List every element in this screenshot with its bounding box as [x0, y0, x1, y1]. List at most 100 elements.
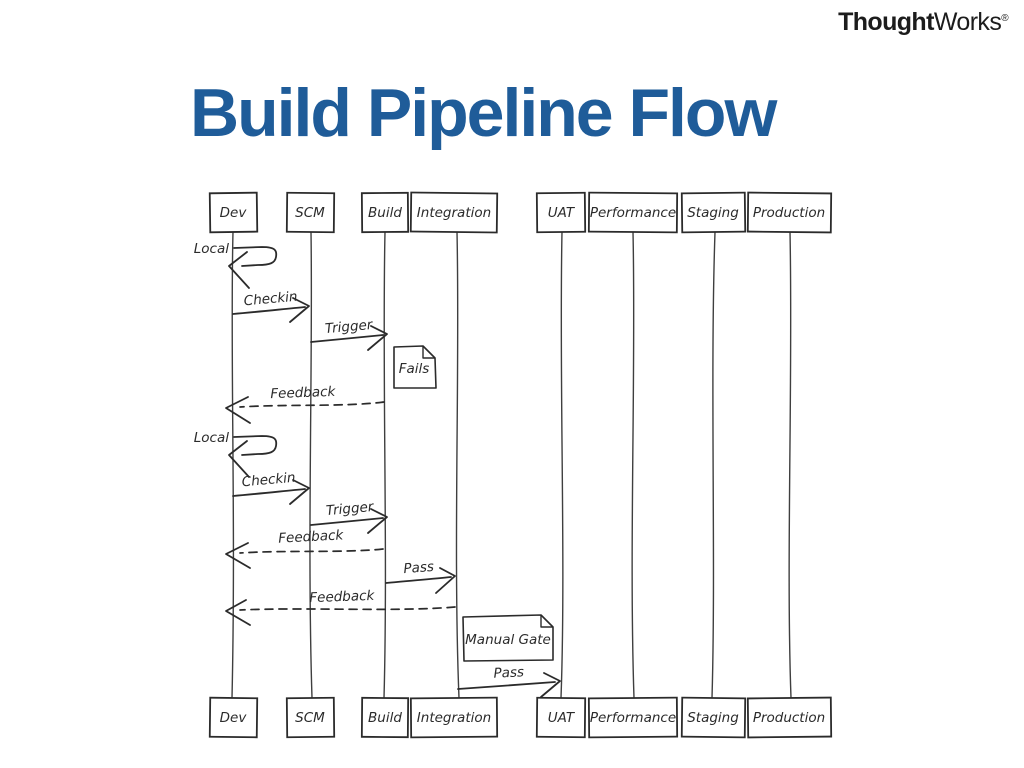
- lane-box-bottom-performance: Performance: [587, 696, 679, 739]
- lane-box-bottom-scm: SCM: [285, 696, 336, 739]
- lane-box-top-scm: SCM: [285, 191, 336, 234]
- message-line: [385, 576, 452, 584]
- lane-box-top-performance: Performance: [587, 191, 679, 234]
- lane-box-top-integration: Integration: [409, 191, 499, 234]
- note-box: [462, 614, 554, 662]
- lane-label: Staging: [687, 710, 739, 726]
- lane-headers-top: Dev SCM Build Integration UAT Performanc…: [208, 191, 833, 234]
- lane-box-top-uat: UAT: [535, 191, 587, 234]
- lane-box: [208, 191, 259, 234]
- logo-light-text: Works: [933, 8, 1002, 36]
- message-trigger-2: Trigger: [310, 499, 388, 534]
- lane-box: [535, 696, 587, 739]
- message-label: Trigger: [325, 499, 375, 519]
- lane-box-bottom-integration: Integration: [409, 696, 499, 739]
- lane-box: [409, 191, 499, 234]
- arrowhead-right: [289, 297, 310, 323]
- message-label: Local: [194, 430, 229, 446]
- message-trigger-1: Trigger: [310, 317, 388, 351]
- lifeline-production: [788, 231, 792, 699]
- lane-label: UAT: [548, 710, 576, 726]
- arrowhead-right: [540, 672, 561, 698]
- arrowhead-right: [367, 325, 388, 351]
- lifeline-uat: [560, 231, 564, 699]
- lane-label: Production: [753, 710, 825, 726]
- lane-box-top-build: Build: [360, 191, 410, 234]
- lane-box-bottom-dev: Dev: [208, 696, 259, 739]
- message-checkin-1: Checkin: [232, 289, 310, 323]
- message-line: [457, 681, 556, 690]
- lane-label: Dev: [220, 205, 248, 221]
- message-label: Local: [194, 241, 229, 257]
- arrowhead-left: [228, 251, 250, 289]
- message-checkin-2: Checkin: [232, 470, 310, 505]
- message-line: [232, 488, 306, 497]
- note-label: Manual Gate: [465, 632, 551, 648]
- lane-label: Production: [753, 205, 825, 221]
- lane-box-top-production: Production: [746, 191, 833, 234]
- lane-label: Build: [368, 710, 402, 726]
- lane-label: SCM: [295, 205, 325, 221]
- lane-box: [587, 696, 679, 739]
- lifeline-dev: [231, 231, 235, 699]
- lane-box-top-dev: Dev: [208, 191, 259, 234]
- lane-box: [535, 191, 587, 234]
- lifeline-scm: [309, 231, 313, 699]
- arrowhead-left: [225, 396, 251, 424]
- page-title: Build Pipeline Flow: [190, 75, 777, 151]
- lane-label: Build: [368, 205, 402, 221]
- lane-label: Performance: [590, 205, 676, 221]
- lane-label: Integration: [417, 205, 491, 221]
- note-fails: Fails: [393, 345, 437, 389]
- lane-box-bottom-uat: UAT: [535, 696, 587, 739]
- arrowhead-right: [367, 508, 388, 534]
- arrowhead-left: [225, 542, 251, 569]
- lane-label: Staging: [687, 205, 739, 221]
- note-fold: [540, 615, 553, 628]
- arrowhead-left: [228, 440, 250, 478]
- self-loop-line: [233, 435, 278, 456]
- message-label: Pass: [493, 664, 524, 682]
- lane-box: [360, 191, 410, 234]
- logo-bold-text: Thought: [838, 8, 934, 36]
- note-manual-gate: Manual Gate: [462, 614, 554, 662]
- message-local-2: Local: [194, 430, 278, 478]
- message-line: [310, 517, 384, 526]
- message-line: [239, 401, 385, 408]
- message-feedback-2: Feedback: [225, 527, 384, 569]
- lifeline-staging: [711, 231, 716, 699]
- lane-box: [409, 696, 499, 739]
- message-label: Feedback: [278, 527, 345, 546]
- message-pass-1: Pass: [385, 559, 456, 594]
- note-box: [393, 345, 437, 389]
- lane-label: Dev: [220, 710, 248, 726]
- arrowhead-right: [435, 567, 456, 594]
- message-label: Trigger: [324, 317, 374, 337]
- lane-label: UAT: [548, 205, 576, 221]
- note-fold: [422, 346, 435, 359]
- lane-box: [680, 696, 747, 739]
- lane-box-bottom-production: Production: [746, 696, 833, 739]
- lane-label: SCM: [295, 710, 325, 726]
- message-label: Feedback: [270, 384, 337, 402]
- message-label: Pass: [403, 559, 435, 577]
- lane-box: [746, 191, 833, 234]
- message-line: [310, 334, 384, 343]
- message-label: Feedback: [309, 588, 376, 606]
- lane-box-bottom-staging: Staging: [680, 696, 747, 739]
- lane-box: [587, 191, 679, 234]
- lifeline-performance: [631, 231, 635, 699]
- lane-box: [285, 696, 336, 739]
- arrowhead-left: [225, 599, 251, 626]
- lane-box: [208, 696, 259, 739]
- lifelines: [231, 231, 792, 699]
- lane-headers-bottom: Dev SCM Build Integration UAT Performanc…: [208, 696, 833, 739]
- lane-box-top-staging: Staging: [680, 191, 747, 234]
- lifeline-integration: [455, 231, 460, 699]
- message-feedback-3: Feedback: [225, 588, 456, 626]
- message-label: Checkin: [243, 289, 298, 310]
- self-loop-line: [233, 246, 278, 267]
- lane-box: [680, 191, 747, 234]
